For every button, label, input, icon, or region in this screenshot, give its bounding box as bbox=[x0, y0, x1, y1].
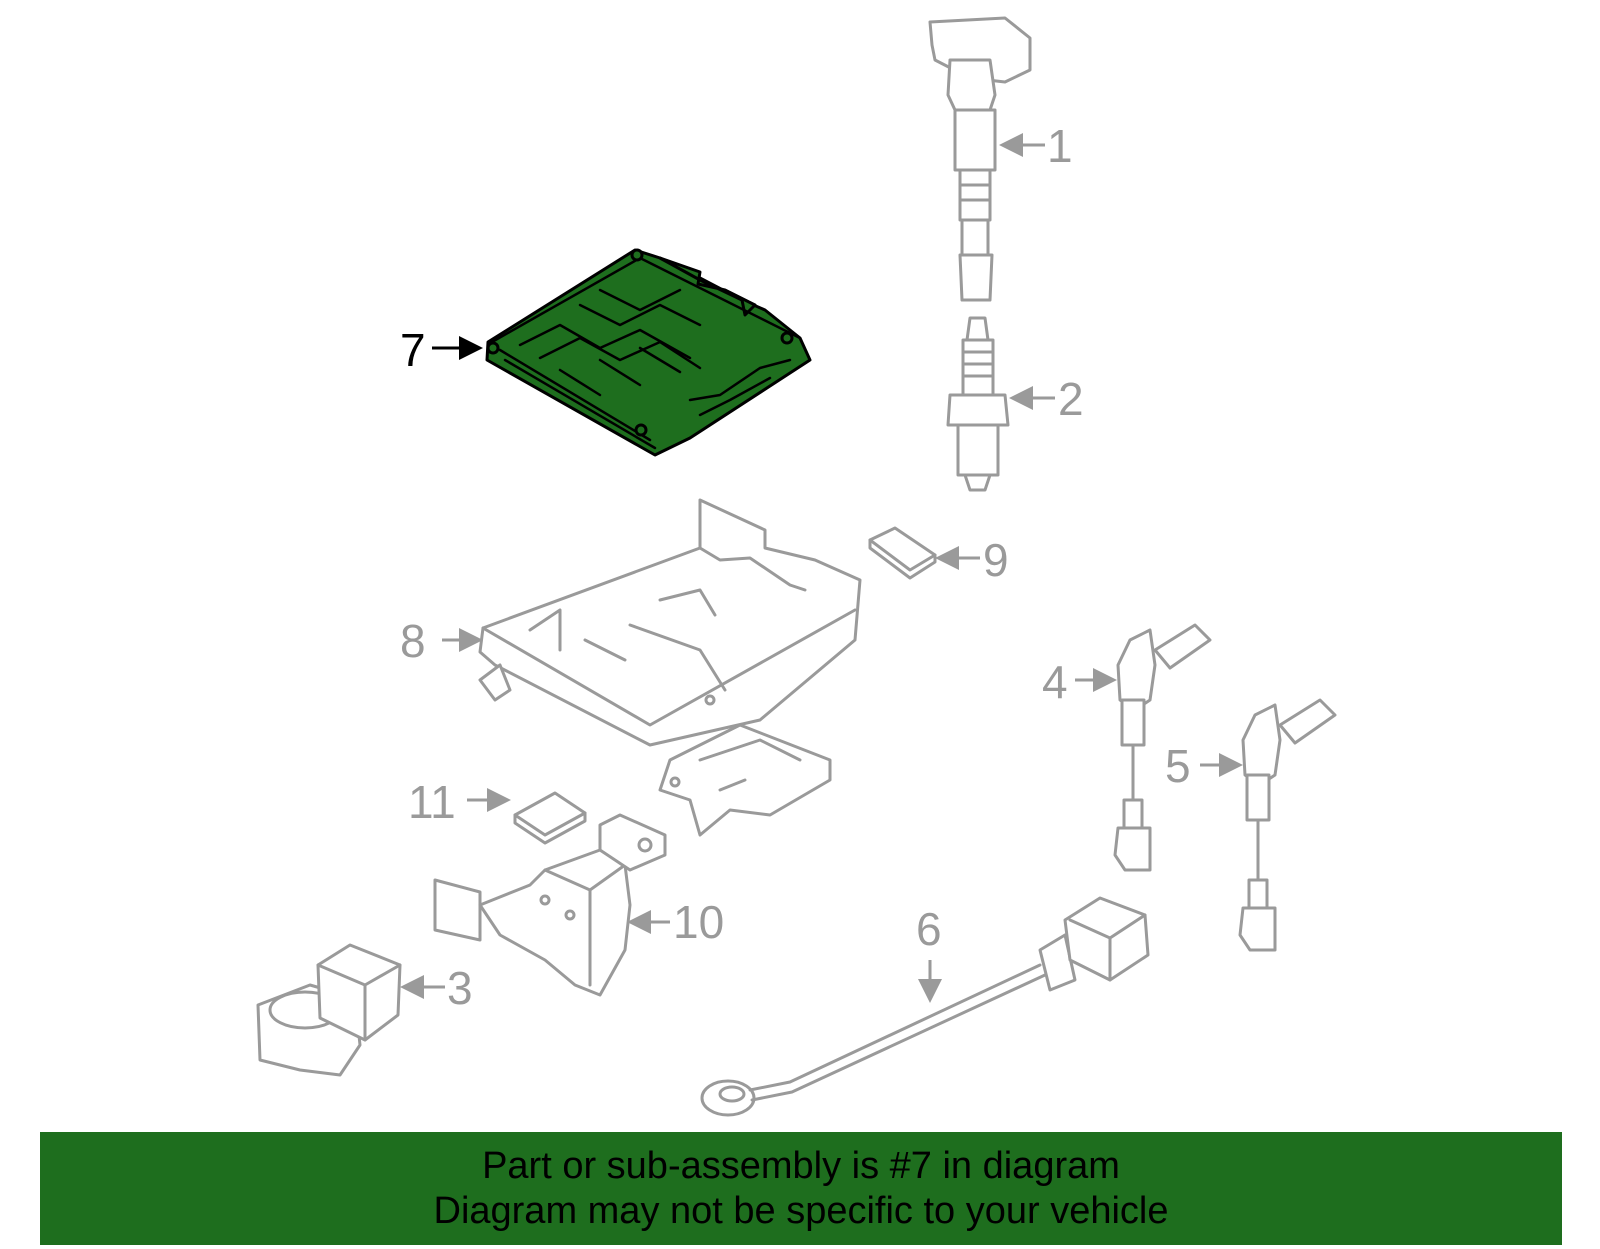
notice-banner: Part or sub-assembly is #7 in diagram Di… bbox=[40, 1132, 1562, 1245]
sensor-part-5[interactable] bbox=[1238, 698, 1337, 952]
callout-8[interactable]: 8 bbox=[400, 615, 426, 667]
callout-11[interactable]: 11 bbox=[408, 776, 456, 828]
callout-5[interactable]: 5 bbox=[1165, 740, 1191, 792]
callout-9[interactable]: 9 bbox=[983, 534, 1009, 586]
callout-7[interactable]: 7 bbox=[400, 324, 426, 376]
callout-10[interactable]: 10 bbox=[673, 896, 724, 948]
spark-plug-part-2[interactable] bbox=[946, 316, 1010, 492]
callout-4[interactable]: 4 bbox=[1042, 656, 1068, 708]
leader-lines bbox=[400, 133, 1243, 1003]
notice-line-2: Diagram may not be specific to your vehi… bbox=[433, 1189, 1169, 1232]
callout-3[interactable]: 3 bbox=[447, 962, 473, 1014]
notice-banner-background bbox=[40, 1132, 1562, 1245]
callout-2[interactable]: 2 bbox=[1058, 373, 1084, 425]
callout-numbers: 1 2 3 4 5 6 7 8 9 10 11 bbox=[400, 120, 1191, 1014]
ignition-coil-part-1[interactable] bbox=[928, 16, 1032, 302]
engine-control-module-part-7[interactable] bbox=[485, 248, 812, 457]
callout-1[interactable]: 1 bbox=[1047, 120, 1073, 172]
notice-line-1: Part or sub-assembly is #7 in diagram bbox=[482, 1144, 1120, 1187]
sensor-part-4[interactable] bbox=[1113, 623, 1212, 872]
callout-6[interactable]: 6 bbox=[916, 903, 942, 955]
pad-part-9[interactable] bbox=[868, 526, 937, 580]
sensor-lead-part-6[interactable] bbox=[700, 896, 1150, 1117]
relay-bracket-part-10[interactable] bbox=[433, 813, 667, 997]
knock-sensor-part-3[interactable] bbox=[256, 943, 402, 1077]
mounting-bracket-part-8[interactable] bbox=[478, 498, 862, 837]
pad-part-11[interactable] bbox=[513, 791, 587, 845]
